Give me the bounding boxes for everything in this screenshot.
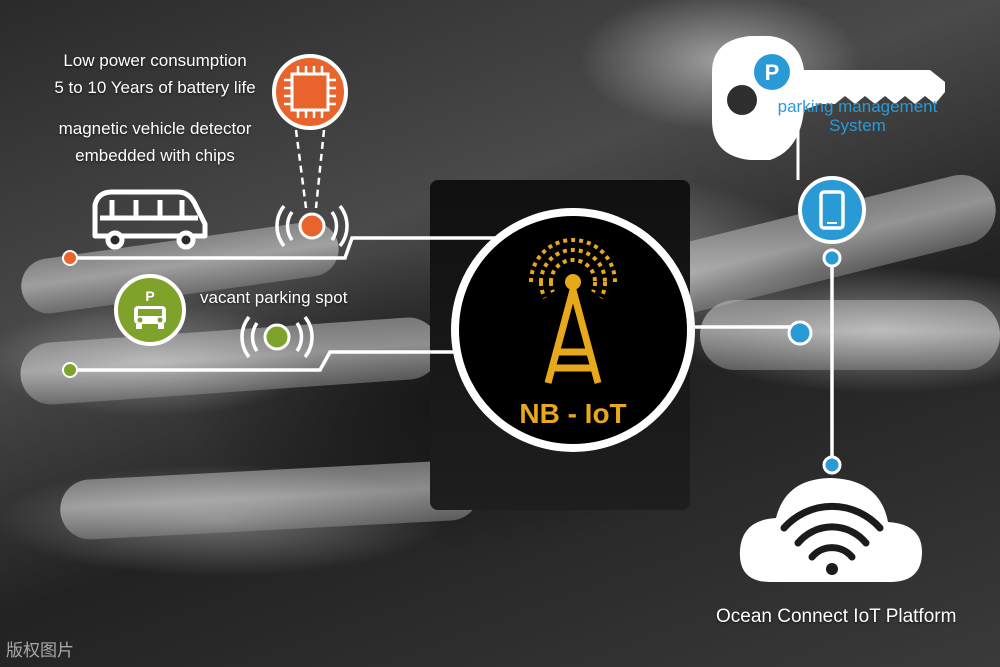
hub-label: NB - IoT — [519, 398, 626, 429]
power-line-1: Low power consumption — [63, 51, 247, 70]
parking-car-icon: P — [114, 274, 186, 346]
vacant-p-letter: P — [145, 288, 154, 304]
signal-orange-icon — [275, 204, 349, 248]
background-pipe — [700, 300, 1000, 370]
power-line-2: 5 to 10 Years of battery life — [54, 78, 256, 97]
parking-line-2: System — [829, 116, 886, 135]
chip-dashed-lines — [294, 129, 326, 209]
platform-label: Ocean Connect IoT Platform — [716, 606, 957, 627]
parking-p-letter: P — [765, 60, 780, 85]
endpoint-dot-green — [62, 362, 78, 378]
connector-top — [70, 236, 500, 260]
phone-icon — [798, 176, 866, 244]
detector-label: magnetic vehicle detector embedded with … — [40, 118, 270, 166]
endpoint-dot-blue — [822, 455, 842, 475]
cloud-wifi-icon — [739, 478, 922, 582]
detector-line-2: embedded with chips — [75, 146, 235, 165]
connector-lines — [70, 120, 834, 465]
connector-bottom — [70, 350, 500, 372]
watermark: 版权图片 — [6, 641, 74, 661]
tower-icon — [529, 238, 617, 384]
parking-system-label: parking management System — [770, 97, 945, 135]
detector-line-1: magnetic vehicle detector — [58, 119, 252, 138]
key-icon: P — [712, 36, 945, 160]
nb-iot-hub: NB - IoT — [451, 208, 695, 452]
vacant-label: vacant parking spot — [200, 288, 348, 307]
power-label: Low power consumption 5 to 10 Years of b… — [40, 50, 270, 98]
signal-green-icon — [240, 315, 314, 359]
chip-icon — [272, 54, 348, 130]
endpoint-dot-blue — [787, 320, 813, 346]
bus-icon — [92, 189, 208, 250]
parking-line-1: parking management — [777, 97, 938, 116]
endpoint-dot-orange — [62, 250, 78, 266]
endpoint-dot-blue — [822, 248, 842, 268]
